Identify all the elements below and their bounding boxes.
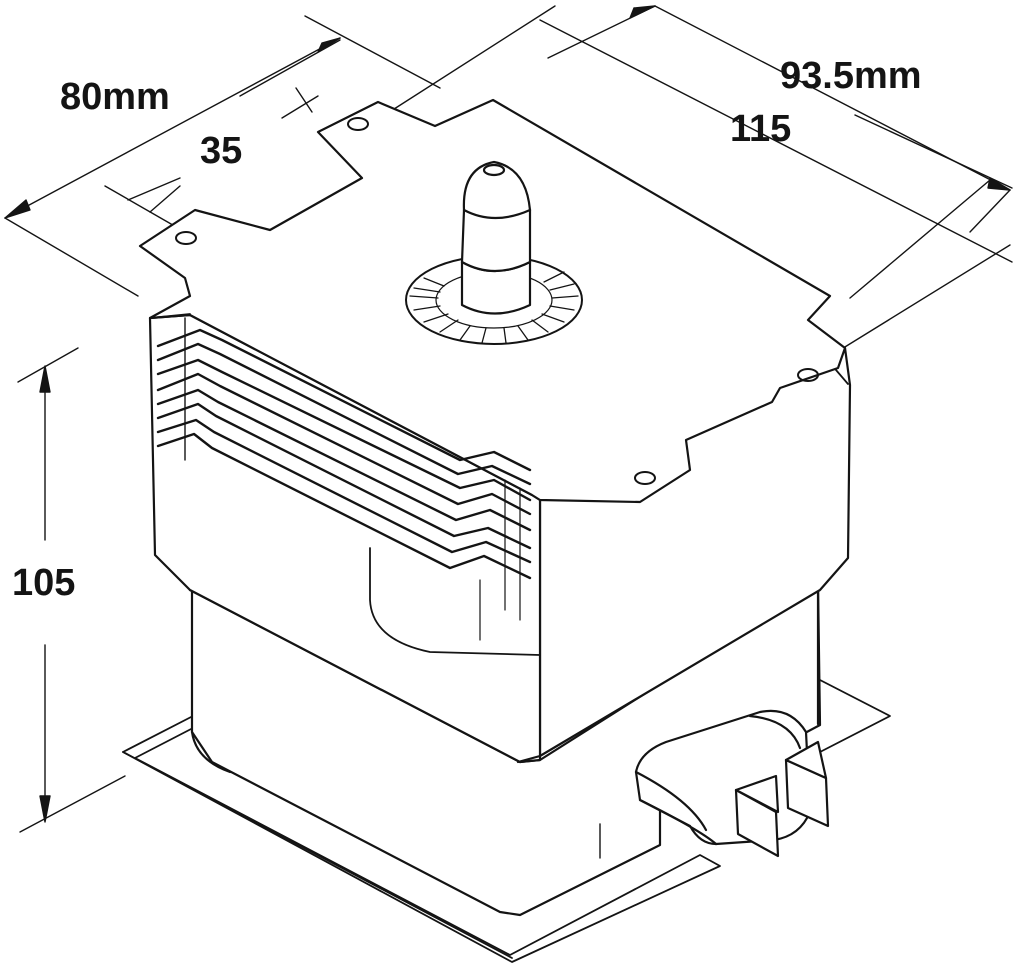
antenna-cap [460,160,532,315]
dimension-label-depth: 80mm [60,76,170,118]
mount-hole-top [347,117,369,131]
dimension-label-width-outer: 115 [730,108,792,150]
dimension-label-width-inner: 93.5mm [780,55,922,97]
mount-hole-left [175,231,197,245]
filament-connector [634,709,830,858]
mount-hole-right [797,368,819,382]
dimension-label-mount-offset: 35 [200,130,243,172]
mount-hole-front [634,471,656,485]
dimension-label-height: 105 [12,562,76,604]
mounting-holes [175,117,819,485]
dimension-lines [4,5,1013,833]
cooling-fins [156,317,541,656]
